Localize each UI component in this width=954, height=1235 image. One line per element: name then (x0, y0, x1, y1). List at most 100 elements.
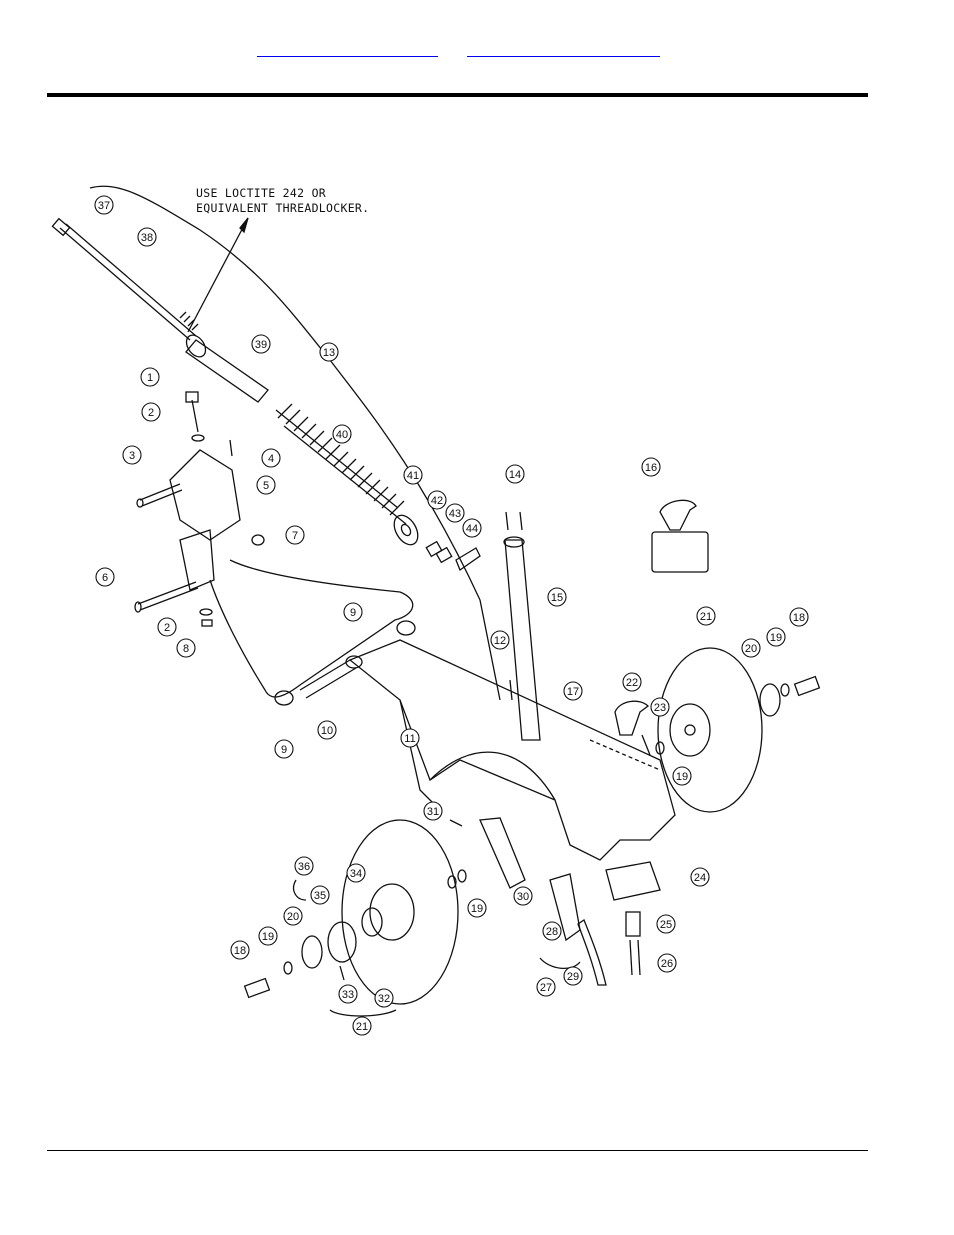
callout-label: 41 (407, 470, 419, 482)
callout-2: 2 (157, 617, 177, 637)
callout-label: 21 (356, 1021, 368, 1033)
callout-21: 21 (352, 1016, 372, 1036)
callout-circle (513, 886, 533, 906)
nut-42 (425, 540, 443, 558)
pin-14b (519, 511, 523, 531)
nut-37 (51, 217, 71, 237)
callout-circle (789, 607, 809, 627)
hub-32 (369, 883, 415, 941)
callout-13: 13 (319, 342, 339, 362)
header-link-1[interactable] (257, 40, 438, 57)
bearing-20-left (301, 935, 323, 969)
callout-19: 19 (467, 898, 487, 918)
rod-thread (179, 311, 199, 331)
washer-19-left (283, 961, 293, 975)
callout-circle (563, 966, 583, 986)
callout-26: 26 (657, 953, 677, 973)
top-rule (47, 93, 868, 97)
callout-label: 42 (431, 495, 443, 507)
bushing-9-bottom (274, 690, 294, 706)
callout-12: 12 (490, 630, 510, 650)
callout-circle (332, 424, 352, 444)
callout-label: 36 (298, 861, 310, 873)
callout-circle (140, 367, 160, 387)
bolt-1 (191, 399, 199, 433)
callout-label: 22 (626, 677, 638, 689)
callout-label: 44 (466, 523, 478, 535)
callout-32: 32 (374, 988, 394, 1008)
callout-7: 7 (285, 525, 305, 545)
callout-label: 15 (551, 592, 563, 604)
header-links (0, 40, 954, 58)
pin-33 (339, 965, 345, 981)
callout-circle (94, 195, 114, 215)
callout-9: 9 (274, 739, 294, 759)
callout-label: 10 (321, 725, 333, 737)
callout-circle (137, 227, 157, 247)
callout-label: 14 (509, 469, 521, 481)
callout-label: 11 (404, 733, 415, 745)
callout-label: 19 (676, 771, 688, 783)
callout-label: 28 (546, 926, 558, 938)
washer-19-mid (655, 741, 665, 755)
callout-circle (230, 940, 250, 960)
callout-3: 3 (122, 445, 142, 465)
header-link-2[interactable] (467, 40, 660, 57)
hub-right (669, 703, 711, 757)
callout-circle (251, 334, 271, 354)
disc-21-left (341, 819, 459, 1005)
callout-circle (696, 606, 716, 626)
callout-44: 44 (462, 518, 482, 538)
callout-label: 9 (281, 744, 287, 756)
callout-label: 21 (700, 611, 712, 623)
clevis-44 (455, 547, 481, 572)
callout-41: 41 (403, 465, 423, 485)
callout-17: 17 (563, 681, 583, 701)
callout-circle (283, 906, 303, 926)
callout-circle (641, 457, 661, 477)
callout-label: 35 (314, 890, 326, 902)
pin-4 (229, 439, 233, 457)
callout-circle (319, 342, 339, 362)
callout-circle (122, 445, 142, 465)
frame-arch (429, 751, 556, 801)
callout-6: 6 (95, 567, 115, 587)
callout-label: 39 (255, 339, 267, 351)
callout-label: 30 (517, 891, 529, 903)
callout-label: 5 (263, 480, 269, 492)
callout-label: 20 (287, 911, 299, 923)
callout-label: 37 (98, 200, 110, 212)
callout-label: 34 (350, 868, 362, 880)
bearing-20-right (759, 683, 781, 717)
callout-circle (542, 921, 562, 941)
bolt-18-left (243, 977, 271, 999)
callout-circle (338, 984, 358, 1004)
callout-label: 3 (129, 450, 135, 462)
callout-label: 24 (694, 872, 706, 884)
callout-circle (423, 801, 443, 821)
group-13-outline (89, 185, 501, 701)
disc-21-right (657, 647, 763, 813)
scraper-29 (577, 919, 607, 986)
washer-19-center (447, 875, 457, 889)
bolt-6 (137, 581, 199, 611)
callout-15: 15 (547, 587, 567, 607)
callout-circle (741, 638, 761, 658)
pin-23 (641, 734, 651, 756)
brace-27 (539, 957, 581, 969)
nut-8 (201, 619, 213, 627)
bolt-1-head (185, 391, 199, 403)
callout-38: 38 (137, 227, 157, 247)
spring-25 (625, 911, 641, 937)
scraper-22 (614, 700, 649, 736)
callout-circle (157, 617, 177, 637)
callout-circle (374, 988, 394, 1008)
callout-circle (400, 728, 420, 748)
callout-18: 18 (230, 940, 250, 960)
callout-circle (274, 739, 294, 759)
callout-19: 19 (672, 766, 692, 786)
callout-circle (690, 867, 710, 887)
callout-label: 16 (645, 462, 657, 474)
callout-label: 26 (661, 958, 673, 970)
callout-label: 25 (660, 919, 672, 931)
